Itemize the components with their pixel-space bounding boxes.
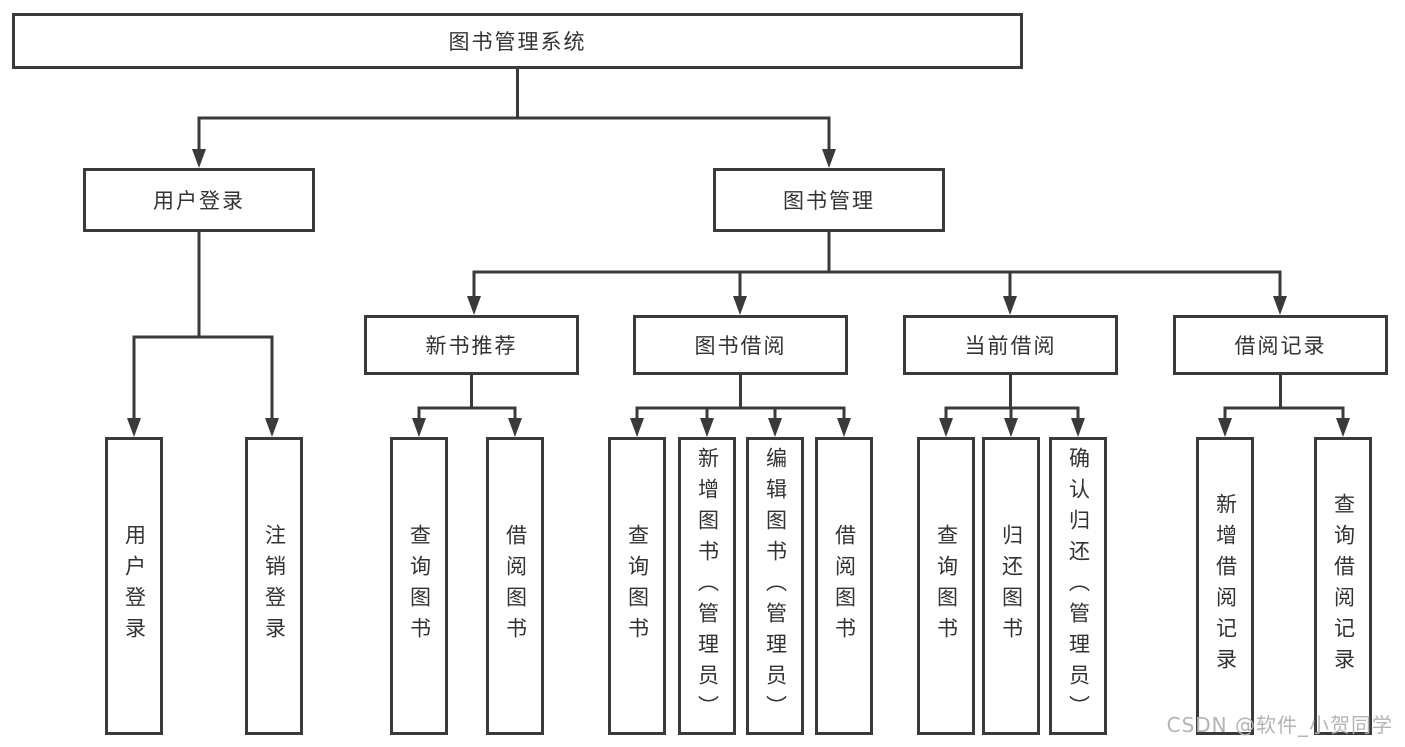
csdn-watermark: CSDN @软件_小贺同学 bbox=[1166, 713, 1393, 737]
leaf-borrow-book-label: 借阅图书 bbox=[832, 524, 857, 648]
node-current-borrow: 当前借阅 bbox=[903, 315, 1118, 375]
leaf-query-book-label: 查询图书 bbox=[625, 524, 650, 648]
leaf-query-book-label: 查询图书 bbox=[934, 524, 959, 648]
leaf-borrow-book: 借阅图书 bbox=[815, 437, 873, 735]
leaf-borrow-book: 借阅图书 bbox=[486, 437, 544, 735]
node-user-login: 用户登录 bbox=[83, 168, 315, 232]
leaf-return-book: 归还图书 bbox=[982, 437, 1040, 735]
leaf-confirm-return-admin-label: 确认归还（管理员） bbox=[1066, 446, 1091, 726]
leaf-user-login-label: 用户登录 bbox=[122, 524, 147, 648]
node-user-login-label: 用户登录 bbox=[153, 189, 245, 213]
leaf-confirm-return-admin: 确认归还（管理员） bbox=[1049, 437, 1107, 735]
node-library-system: 图书管理系统 bbox=[12, 13, 1023, 69]
node-borrow-records-label: 借阅记录 bbox=[1234, 334, 1327, 358]
leaf-query-book: 查询图书 bbox=[390, 437, 448, 735]
node-current-borrow-label: 当前借阅 bbox=[964, 334, 1057, 358]
leaf-return-book-label: 归还图书 bbox=[999, 524, 1024, 648]
leaf-user-login: 用户登录 bbox=[105, 437, 163, 735]
leaf-query-borrow-record: 查询借阅记录 bbox=[1314, 437, 1372, 735]
leaf-add-book-admin-label: 新增图书（管理员） bbox=[695, 446, 720, 726]
leaf-add-borrow-record: 新增借阅记录 bbox=[1196, 437, 1254, 735]
node-book-borrow: 图书借阅 bbox=[633, 315, 848, 375]
leaf-add-borrow-record-label: 新增借阅记录 bbox=[1213, 493, 1238, 679]
leaf-query-book-label: 查询图书 bbox=[407, 524, 432, 648]
node-borrow-records: 借阅记录 bbox=[1173, 315, 1388, 375]
leaf-add-book-admin: 新增图书（管理员） bbox=[678, 437, 736, 735]
node-new-book-recommend: 新书推荐 bbox=[364, 315, 579, 375]
node-book-management-label: 图书管理 bbox=[783, 189, 875, 213]
node-book-borrow-label: 图书借阅 bbox=[694, 334, 787, 358]
leaf-query-book: 查询图书 bbox=[608, 437, 666, 735]
leaf-edit-book-admin-label: 编辑图书（管理员） bbox=[763, 446, 788, 726]
node-book-management: 图书管理 bbox=[713, 168, 945, 232]
leaf-borrow-book-label: 借阅图书 bbox=[503, 524, 528, 648]
leaf-edit-book-admin: 编辑图书（管理员） bbox=[746, 437, 804, 735]
leaf-query-book: 查询图书 bbox=[917, 437, 975, 735]
node-library-system-label: 图书管理系统 bbox=[448, 30, 587, 54]
leaf-logout: 注销登录 bbox=[245, 437, 303, 735]
leaf-query-borrow-record-label: 查询借阅记录 bbox=[1331, 493, 1356, 679]
node-new-book-recommend-label: 新书推荐 bbox=[425, 334, 518, 358]
leaf-logout-label: 注销登录 bbox=[262, 524, 287, 648]
